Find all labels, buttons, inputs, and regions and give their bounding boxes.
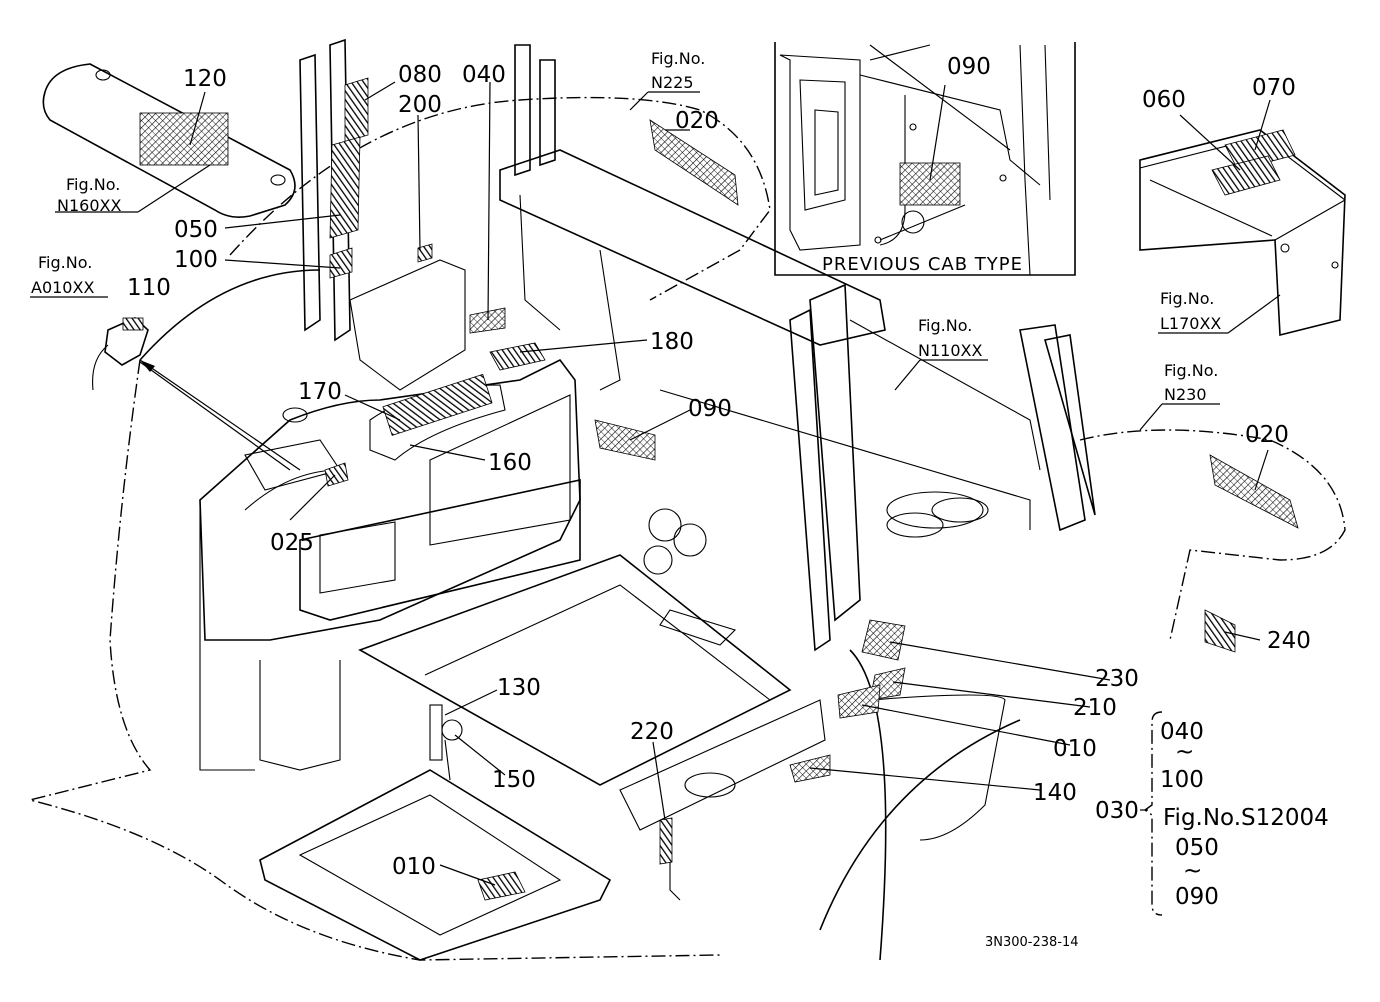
fig-ref-n110xx: Fig.No. N110XX: [918, 316, 982, 360]
part-number-labels: 120 080 200 040 050 100 110 020 090 060 …: [127, 54, 1311, 880]
group-fig-ref: Fig.No.S12004: [1163, 805, 1329, 831]
label-100: 100: [174, 247, 218, 273]
label-050: 050: [174, 217, 218, 243]
inset-caption: PREVIOUS CAB TYPE: [822, 254, 1023, 275]
fig-ref-n230: Fig.No. N230: [1164, 361, 1218, 404]
label-170: 170: [298, 379, 342, 405]
previous-cab-inset: [774, 42, 1076, 276]
decal-patches: [324, 77, 1299, 901]
svg-text:N230: N230: [1164, 385, 1207, 404]
label-010-right: 010: [1053, 736, 1097, 762]
label-070: 070: [1252, 75, 1296, 101]
group-label-030: 030: [1095, 798, 1139, 824]
svg-text:N160XX: N160XX: [57, 196, 121, 215]
group-bottom-tilde: ~: [1183, 858, 1202, 884]
svg-text:N225: N225: [651, 73, 694, 92]
bracket-group-030: 030 040 ~ 100 Fig.No.S12004 050 ~ 090: [1095, 719, 1329, 910]
svg-text:Fig.No.: Fig.No.: [38, 253, 92, 272]
cab-frame-drawing: [29, 38, 1346, 961]
label-025: 025: [270, 530, 314, 556]
svg-text:Fig.No.: Fig.No.: [66, 175, 120, 194]
svg-text:L170XX: L170XX: [1160, 314, 1221, 333]
label-090-inset: 090: [947, 54, 991, 80]
label-090-main: 090: [688, 396, 732, 422]
cab-line-art: [29, 38, 1346, 961]
fig-ref-n160xx: Fig.No. N160XX: [57, 175, 121, 215]
label-010-bottom: 010: [392, 854, 436, 880]
label-080: 080: [398, 62, 442, 88]
fig-ref-n225: Fig.No. N225: [651, 49, 705, 92]
label-120: 120: [183, 66, 227, 92]
group-top-tilde: ~: [1175, 739, 1194, 765]
group-bottom-to: 090: [1175, 884, 1219, 910]
label-230: 230: [1095, 666, 1139, 692]
group-top-from: 040: [1160, 719, 1204, 745]
svg-text:Fig.No.: Fig.No.: [918, 316, 972, 335]
fig-ref-a010xx: Fig.No. A010XX: [31, 253, 94, 297]
group-bottom-from: 050: [1175, 835, 1219, 861]
sun-visor-drawing: [42, 63, 296, 218]
svg-text:Fig.No.: Fig.No.: [1160, 289, 1214, 308]
label-200: 200: [398, 92, 442, 118]
cover-bracket-drawing: [1139, 129, 1346, 337]
figure-references: Fig.No. N160XX Fig.No. A010XX Fig.No. N2…: [31, 49, 1221, 404]
label-140: 140: [1033, 780, 1077, 806]
label-060: 060: [1142, 87, 1186, 113]
label-020-right: 020: [1245, 422, 1289, 448]
label-130: 130: [497, 675, 541, 701]
group-bracket: [1140, 711, 1163, 916]
label-210: 210: [1073, 695, 1117, 721]
drawing-code: 3N300-238-14: [985, 935, 1079, 950]
svg-text:N110XX: N110XX: [918, 341, 982, 360]
leader-lines: [30, 81, 1281, 886]
label-180: 180: [650, 329, 694, 355]
label-110: 110: [127, 275, 171, 301]
fig-ref-l170xx: Fig.No. L170XX: [1160, 289, 1221, 333]
label-040: 040: [462, 62, 506, 88]
svg-text:Fig.No.: Fig.No.: [1164, 361, 1218, 380]
svg-text:Fig.No.: Fig.No.: [651, 49, 705, 68]
label-160: 160: [488, 450, 532, 476]
label-240: 240: [1267, 628, 1311, 654]
label-150: 150: [492, 767, 536, 793]
label-220: 220: [630, 719, 674, 745]
label-020-top: 020: [675, 108, 719, 134]
svg-text:A010XX: A010XX: [31, 278, 94, 297]
group-top-to: 100: [1160, 767, 1204, 793]
